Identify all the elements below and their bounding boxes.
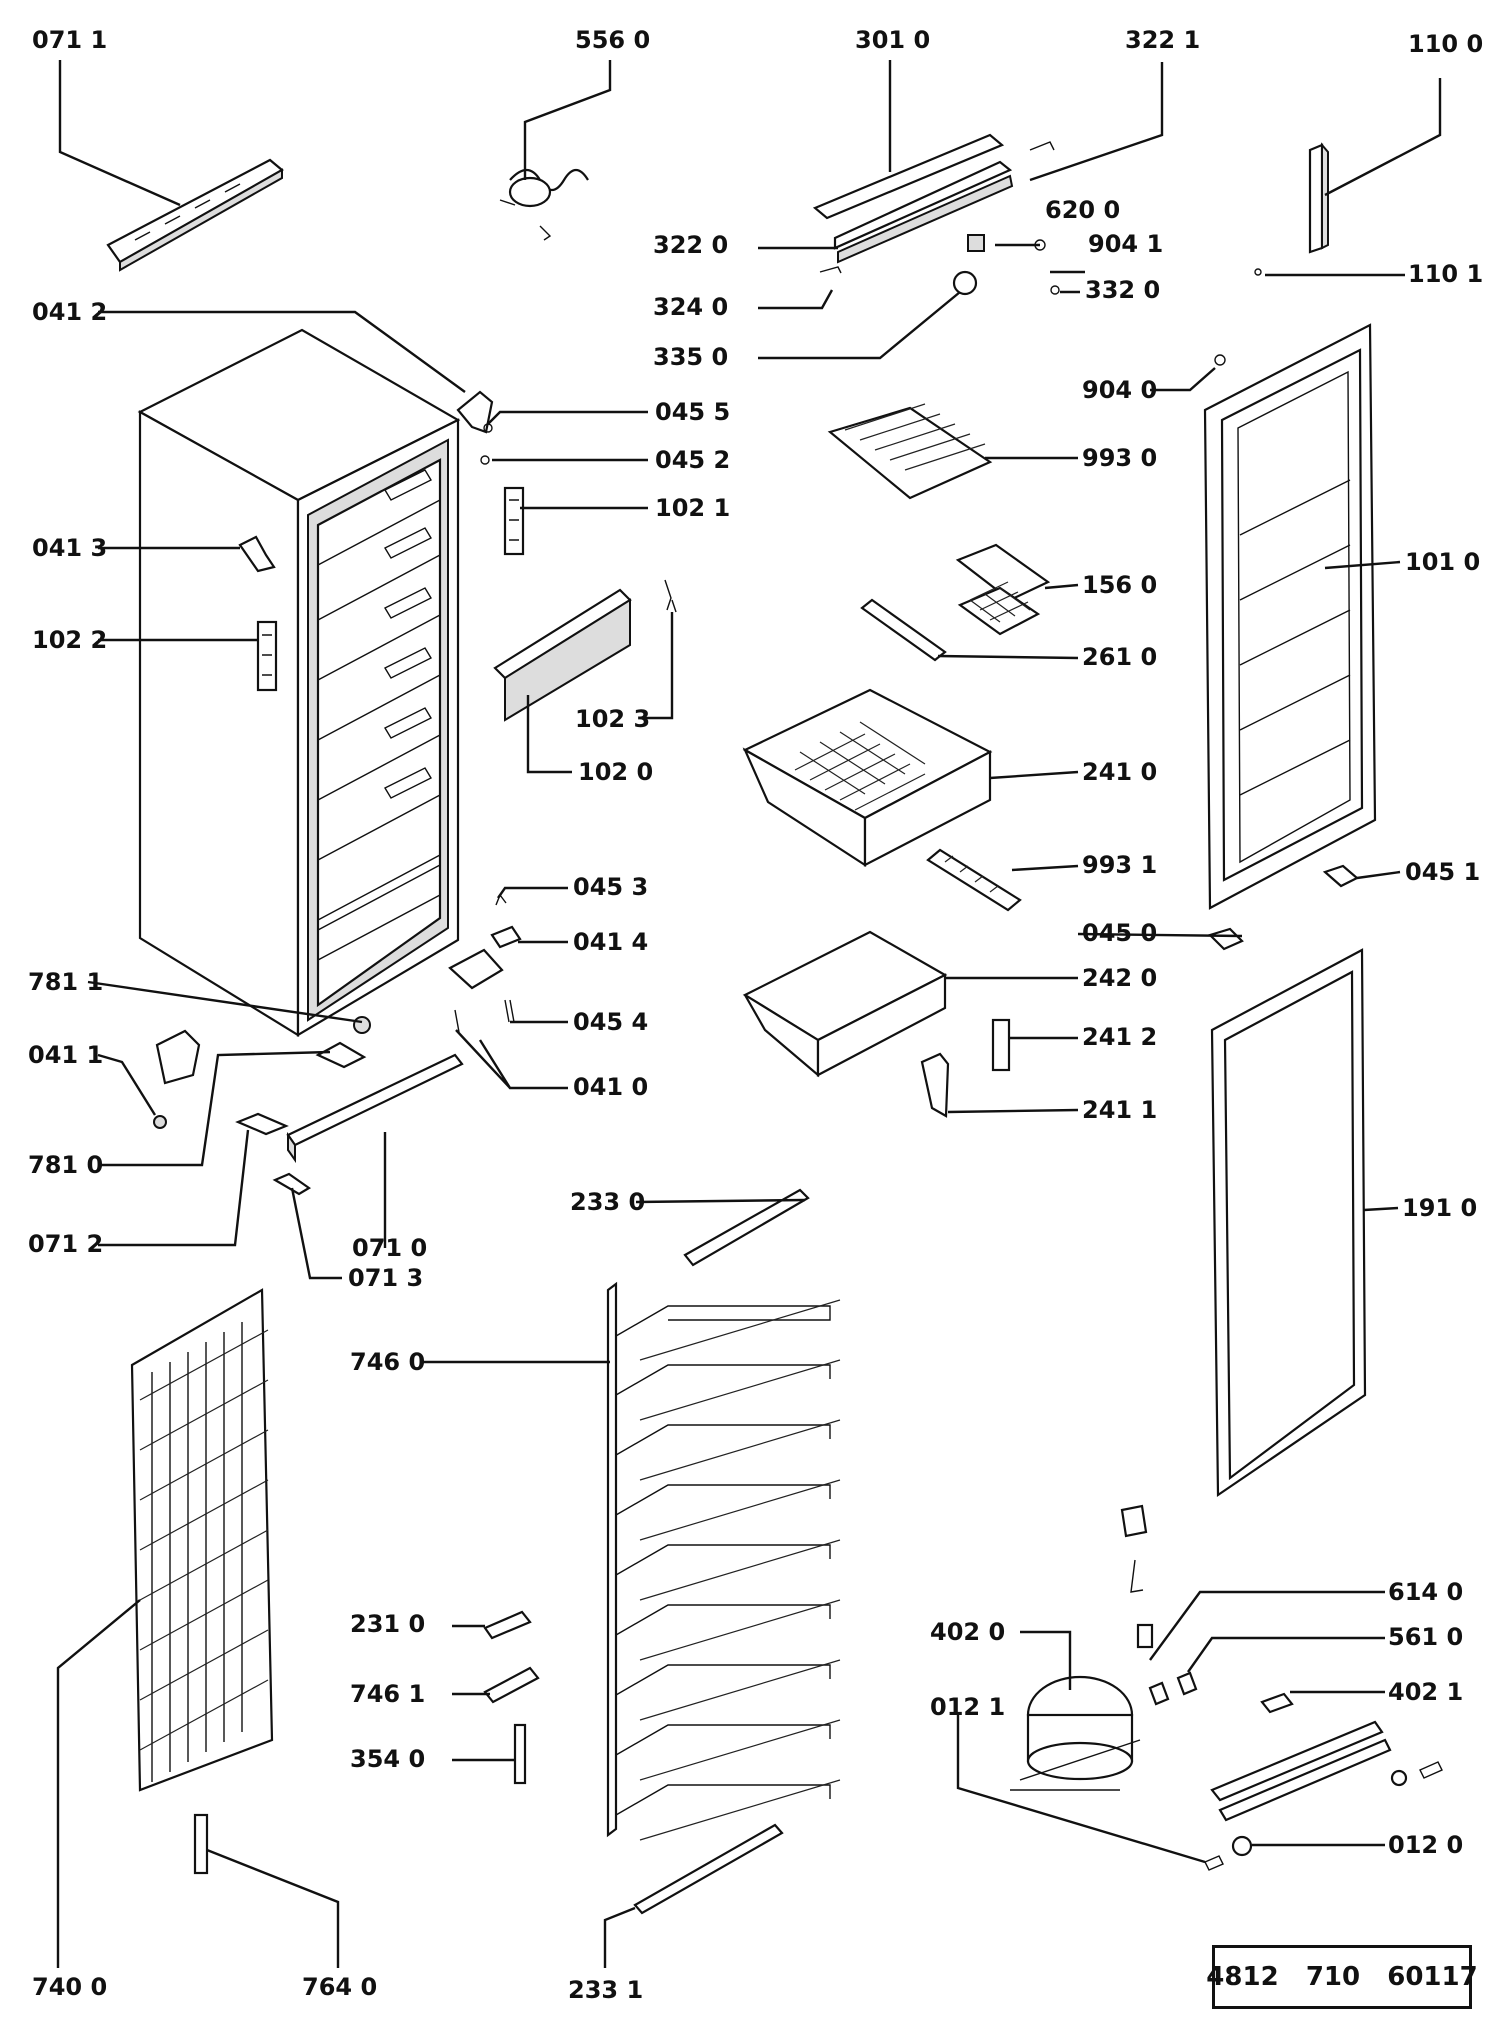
part-bottom-kick-plate: [235, 1053, 464, 1196]
part-label-110-0: 110 0: [1408, 30, 1483, 58]
part-label-041-0: 041 0: [573, 1073, 648, 1101]
part-label-781-1: 781 1: [28, 968, 103, 996]
part-compressor: [1010, 1504, 1443, 1871]
part-label-556-0: 556 0: [575, 26, 650, 54]
part-label-110-1: 110 1: [1408, 260, 1483, 288]
part-small-cylinders: [193, 1610, 540, 1875]
part-label-071-2: 071 2: [28, 1230, 103, 1258]
part-label-102-0: 102 0: [578, 758, 653, 786]
part-label-335-0: 335 0: [653, 343, 728, 371]
part-label-156-0: 156 0: [1082, 571, 1157, 599]
part-label-993-0: 993 0: [1082, 444, 1157, 472]
part-label-241-0: 241 0: [1082, 758, 1157, 786]
part-label-904-0: 904 0: [1082, 376, 1157, 404]
part-label-242-0: 242 0: [1082, 964, 1157, 992]
part-label-781-0: 781 0: [28, 1151, 103, 1179]
part-label-764-0: 764 0: [302, 1973, 377, 2001]
part-label-012-0: 012 0: [1388, 1831, 1463, 1859]
part-label-614-0: 614 0: [1388, 1578, 1463, 1606]
part-label-041-3: 041 3: [32, 534, 107, 562]
part-label-301-0: 301 0: [855, 26, 930, 54]
part-label-101-0: 101 0: [1405, 548, 1480, 576]
part-label-102-3: 102 3: [575, 705, 650, 733]
part-label-041-2: 041 2: [32, 298, 107, 326]
part-left-bottom-hinge: [153, 1029, 367, 1129]
part-label-402-0: 402 0: [930, 1618, 1005, 1646]
part-ice-tray: [955, 543, 1051, 636]
part-shelf-rail: [493, 579, 677, 722]
part-hinge-spring: [499, 168, 589, 241]
part-label-241-1: 241 1: [1082, 1096, 1157, 1124]
part-top-channel: [812, 133, 1060, 296]
document-number-box: 4812 710 60117: [1206, 1945, 1478, 2009]
part-label-045-4: 045 4: [573, 1008, 648, 1036]
part-bottom-hinge-set: [448, 893, 522, 1033]
part-condenser: [130, 1288, 274, 1792]
part-wire-shelf-stack: [606, 1281, 841, 1841]
part-top-grille: [827, 403, 993, 500]
part-label-241-2: 241 2: [1082, 1023, 1157, 1051]
part-drawer-strip: [860, 598, 947, 662]
part-label-322-0: 322 0: [653, 231, 728, 259]
part-label-402-1: 402 1: [1388, 1678, 1463, 1706]
part-top-bracket: [1254, 142, 1329, 276]
part-label-746-0: 746 0: [350, 1348, 425, 1376]
part-label-041-4: 041 4: [573, 928, 648, 956]
part-label-324-0: 324 0: [653, 293, 728, 321]
part-label-740-0: 740 0: [32, 1973, 107, 2001]
part-label-233-0: 233 0: [570, 1188, 645, 1216]
part-label-071-1: 071 1: [32, 26, 107, 54]
part-label-045-0: 045 0: [1082, 919, 1157, 947]
part-label-261-0: 261 0: [1082, 643, 1157, 671]
part-drawer-small: [742, 930, 948, 1078]
part-side-hinge-left: [238, 535, 278, 692]
part-shelf-rails: [633, 1188, 810, 1915]
part-door-gasket: [1210, 948, 1367, 1498]
part-label-322-1: 322 1: [1125, 26, 1200, 54]
document-number: 4812 710 60117: [1206, 1962, 1478, 1992]
part-label-045-5: 045 5: [655, 398, 730, 426]
part-label-191-0: 191 0: [1402, 1194, 1477, 1222]
part-small-grille: [926, 848, 1022, 912]
part-label-746-1: 746 1: [350, 1680, 425, 1708]
part-label-620-0: 620 0: [1045, 196, 1120, 224]
part-drawer-large: [742, 688, 993, 868]
part-label-561-0: 561 0: [1388, 1623, 1463, 1651]
part-cabinet: [137, 328, 461, 1037]
part-label-904-1: 904 1: [1088, 230, 1163, 258]
part-label-071-3: 071 3: [348, 1264, 423, 1292]
part-label-012-1: 012 1: [930, 1693, 1005, 1721]
part-number-labels: 071 1 556 0 301 0 322 1 110 0 620 0 904 1 322 0…: [28, 26, 1483, 2004]
part-label-233-1: 233 1: [568, 1976, 643, 2004]
part-label-045-3: 045 3: [573, 873, 648, 901]
part-clip-upper: [503, 486, 525, 556]
part-inner-door: [1203, 323, 1377, 910]
leader-lines: [56, 60, 1442, 1968]
part-label-231-0: 231 0: [350, 1610, 425, 1638]
part-label-354-0: 354 0: [350, 1745, 425, 1773]
part-top-trim: [106, 158, 284, 272]
part-label-041-1: 041 1: [28, 1041, 103, 1069]
part-label-332-0: 332 0: [1085, 276, 1160, 304]
part-label-993-1: 993 1: [1082, 851, 1157, 879]
part-label-045-1: 045 1: [1405, 858, 1480, 886]
part-top-hinge: [456, 390, 494, 465]
part-drawer-clips: [920, 1018, 1011, 1118]
part-label-045-2: 045 2: [655, 446, 730, 474]
part-label-071-0: 071 0: [352, 1234, 427, 1262]
part-label-102-2: 102 2: [32, 626, 107, 654]
part-label-102-1: 102 1: [655, 494, 730, 522]
